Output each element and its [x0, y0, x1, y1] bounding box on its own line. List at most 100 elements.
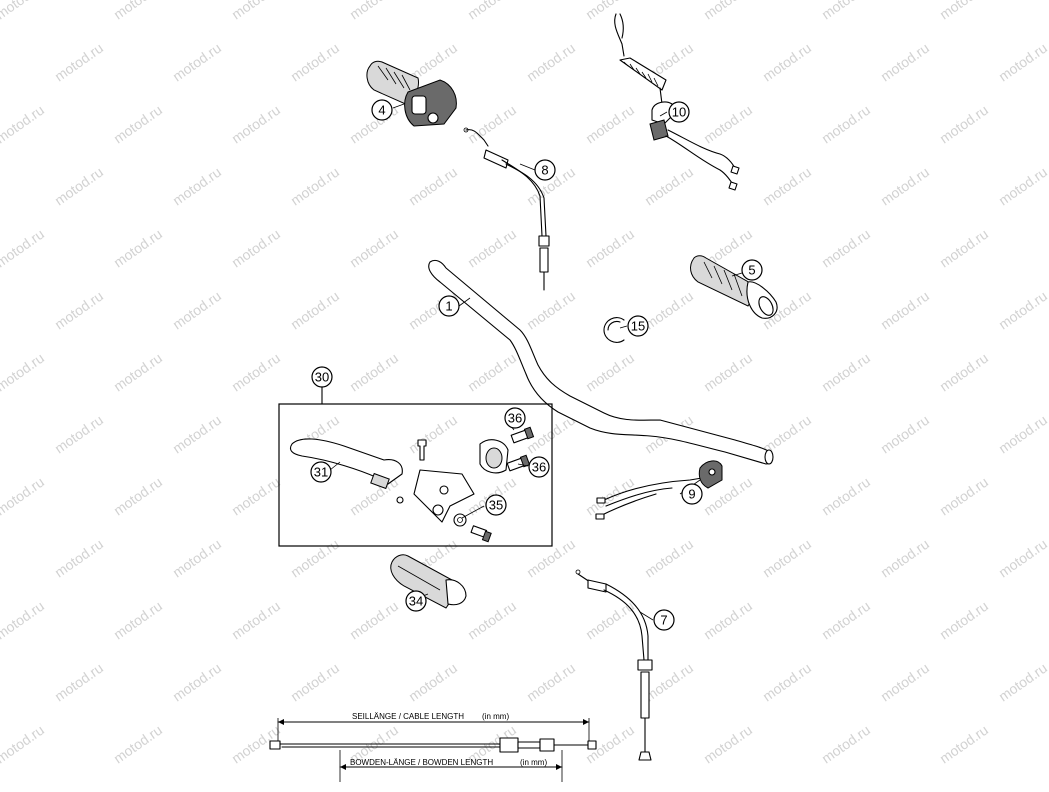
cable-clamp: [603, 317, 625, 343]
watermark-text: motod.ru: [170, 164, 224, 209]
svg-text:10: 10: [672, 105, 686, 120]
watermark-text: motod.ru: [0, 474, 47, 519]
watermark-text: motod.ru: [819, 722, 873, 767]
watermark-text: motod.ru: [465, 350, 519, 395]
watermark-text: motod.ru: [288, 536, 342, 581]
callout-5: 5: [741, 259, 763, 281]
cable-length-label: SEILLÄNGE / CABLE LENGTH: [352, 712, 464, 721]
callout-10: 10: [668, 101, 690, 123]
watermark-text: motod.ru: [288, 164, 342, 209]
watermark-text: motod.ru: [701, 722, 755, 767]
clamp-bolt-upper: [510, 426, 535, 444]
watermark-text: motod.ru: [760, 784, 814, 787]
watermark-text: motod.ru: [170, 288, 224, 333]
watermark-text: motod.ru: [0, 226, 47, 271]
watermark-text: motod.ru: [406, 412, 460, 457]
callout-8: 8: [534, 159, 556, 181]
callout-9: 9: [681, 483, 703, 505]
svg-text:4: 4: [378, 103, 385, 118]
svg-text:36: 36: [508, 411, 522, 426]
watermark-text: motod.ru: [111, 722, 165, 767]
watermark-text: motod.ru: [583, 598, 637, 643]
watermark-text: motod.ru: [170, 784, 224, 787]
watermark-text: motod.ru: [878, 412, 932, 457]
throttle-grip: [366, 60, 457, 127]
watermark-text: motod.ru: [583, 350, 637, 395]
watermark-text: motod.ru: [288, 40, 342, 85]
watermark-text: motod.ru: [937, 226, 991, 271]
watermark-text: motod.ru: [347, 0, 401, 22]
watermark-text: motod.ru: [878, 164, 932, 209]
watermark-text: motod.ru: [819, 474, 873, 519]
watermark-text: motod.ru: [996, 288, 1049, 333]
svg-text:36: 36: [532, 460, 546, 475]
watermark-text: motod.ru: [170, 660, 224, 705]
svg-text:35: 35: [489, 498, 503, 513]
watermark-text: motod.ru: [642, 288, 696, 333]
watermark-text: motod.ru: [996, 40, 1049, 85]
watermark-text: motod.ru: [878, 536, 932, 581]
watermark-text: motod.ru: [996, 784, 1049, 787]
callout-1: 1: [438, 295, 460, 317]
watermark-text: motod.ru: [524, 288, 578, 333]
cable-dimension-drawing: SEILLÄNGE / CABLE LENGTH (in mm) BOWDEN-…: [269, 712, 597, 782]
watermark-text: motod.ru: [937, 722, 991, 767]
watermark-text: motod.ru: [819, 350, 873, 395]
watermark-text: motod.ru: [406, 164, 460, 209]
callout-30: 30: [311, 366, 333, 388]
callout-35: 35: [485, 494, 507, 516]
watermark-text: motod.ru: [819, 226, 873, 271]
lever-cover: [390, 554, 467, 609]
svg-text:7: 7: [660, 613, 667, 628]
watermark-text: motod.ru: [819, 0, 873, 22]
clutch-cable: [575, 569, 653, 761]
svg-text:34: 34: [409, 594, 423, 609]
watermark-text: motod.ru: [937, 0, 991, 22]
watermark-text: motod.ru: [583, 0, 637, 22]
watermark-text: motod.ru: [111, 226, 165, 271]
bowden-length-unit: (in mm): [520, 758, 547, 767]
watermark-text: motod.ru: [642, 536, 696, 581]
kill-switch: [614, 13, 740, 191]
watermark-text: motod.ru: [288, 288, 342, 333]
watermark-text: motod.ru: [229, 0, 283, 22]
callout-36-upper: 36: [504, 407, 526, 429]
watermark-text: motod.ru: [347, 226, 401, 271]
watermark-text: motod.ru: [701, 0, 755, 22]
watermark-text: motod.ru: [996, 536, 1049, 581]
watermark-text: motod.ru: [524, 784, 578, 787]
watermark-text: motod.ru: [111, 0, 165, 22]
watermark-text: motod.ru: [583, 102, 637, 147]
callout-36-lower: 36: [528, 456, 550, 478]
watermark-text: motod.ru: [583, 226, 637, 271]
watermark-text: motod.ru: [878, 784, 932, 787]
watermark-text: motod.ru: [524, 660, 578, 705]
callout-15: 15: [627, 315, 649, 337]
watermark-text: motod.ru: [0, 598, 47, 643]
watermark-text: motod.ru: [170, 412, 224, 457]
watermark-text: motod.ru: [111, 474, 165, 519]
cable-length-unit: (in mm): [482, 712, 509, 721]
watermark-text: motod.ru: [229, 226, 283, 271]
watermark-text: motod.ru: [406, 660, 460, 705]
callout-7: 7: [653, 609, 675, 631]
watermark-text: motod.ru: [111, 102, 165, 147]
watermark-text: motod.ru: [0, 102, 47, 147]
watermark-text: motod.ru: [996, 164, 1049, 209]
watermark-text: motod.ru: [111, 598, 165, 643]
watermark-text: motod.ru: [878, 660, 932, 705]
watermark-text: motod.ru: [229, 102, 283, 147]
watermark-text: motod.ru: [819, 102, 873, 147]
watermark-text: motod.ru: [937, 474, 991, 519]
throttle-cable: [463, 127, 550, 291]
watermark-text: motod.ru: [347, 598, 401, 643]
watermark-text: motod.ru: [229, 474, 283, 519]
watermark-text: motod.ru: [642, 784, 696, 787]
watermark-text: motod.ru: [701, 102, 755, 147]
watermark-text: motod.ru: [111, 350, 165, 395]
callout-4: 4: [371, 99, 393, 121]
watermark-text: motod.ru: [760, 40, 814, 85]
watermark-text: motod.ru: [52, 784, 106, 787]
